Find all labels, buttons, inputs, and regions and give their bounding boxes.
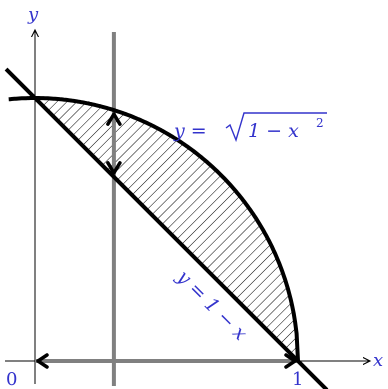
- line-y-equals-1-minus-x: [4, 67, 329, 389]
- x-one-label: 1: [292, 369, 303, 389]
- origin-label: 0: [6, 369, 17, 389]
- strip-top-chevron-icon: [106, 112, 122, 126]
- curve-eq-exponent: 2: [316, 116, 324, 130]
- x-axis-label: x: [373, 350, 383, 371]
- y-axis-label: y: [27, 4, 39, 25]
- sqrt-sign-icon: [225, 112, 327, 143]
- strip-bottom-chevron-icon: [106, 161, 122, 175]
- base-left-chevron-icon: [36, 353, 49, 369]
- base-right-chevron-icon: [284, 353, 297, 369]
- curve-equation-label: y = 1 − x 2: [173, 112, 327, 143]
- curve-eq-radicand: 1 − x: [248, 120, 299, 142]
- curve-quarter-circle: [8, 96, 300, 362]
- curve-eq-prefix: y =: [173, 120, 207, 142]
